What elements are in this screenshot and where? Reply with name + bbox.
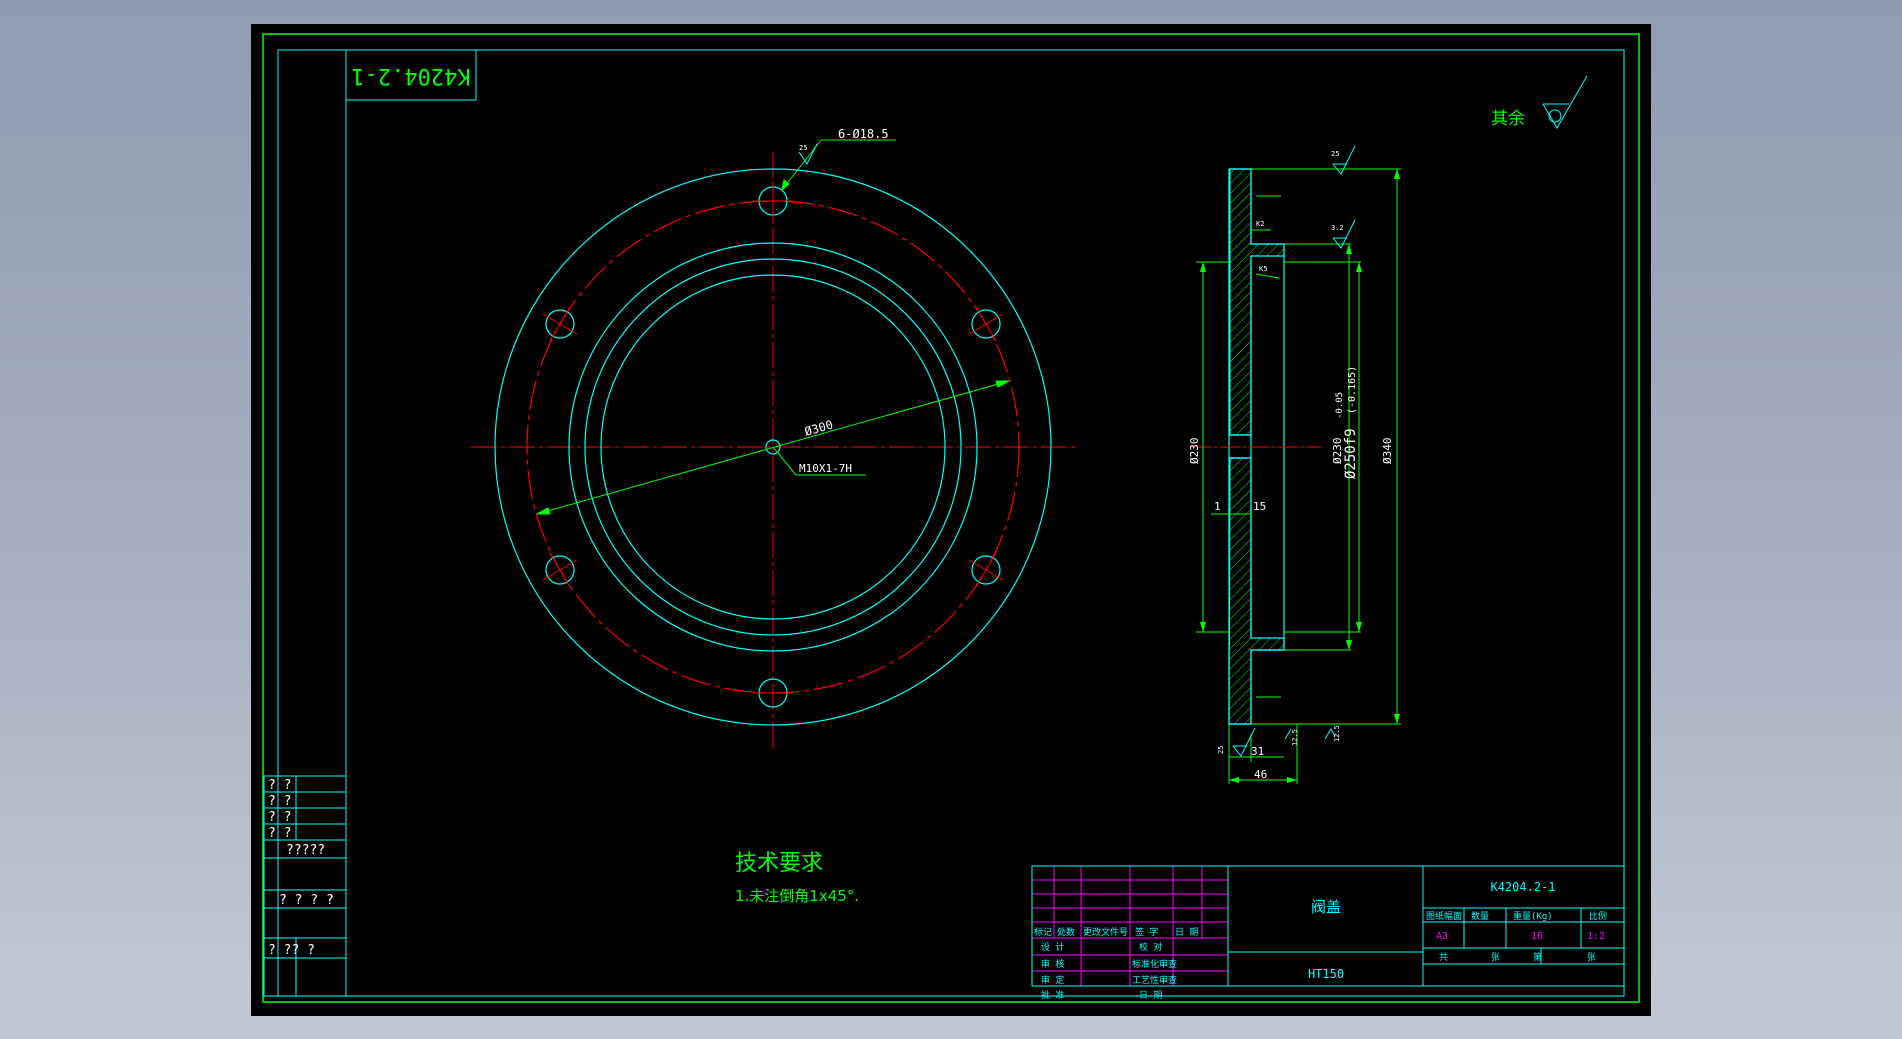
dim-d230-left: Ø230 bbox=[1188, 438, 1201, 465]
dim-d340: Ø340 bbox=[1381, 438, 1394, 465]
title-block: 阀盖 HT150 K4204.2-1 图纸幅面 数量 重量(Kg) 比例 共 张… bbox=[1031, 865, 1625, 1001]
hole-roughness-symbol: 25 bbox=[798, 143, 818, 165]
role-approve2: 审 定 bbox=[1041, 974, 1064, 986]
bolt-hole-2 bbox=[971, 309, 1001, 339]
hdr-weight: 重量(Kg) bbox=[1513, 910, 1553, 922]
role-approve: 批 准 bbox=[1041, 989, 1064, 1001]
hdr-sheet-size: 图纸幅面 bbox=[1426, 910, 1462, 922]
svg-text:25: 25 bbox=[1331, 150, 1339, 158]
roughness-rest-label: 其余 bbox=[1491, 109, 1525, 129]
bolt-hole-5 bbox=[545, 555, 575, 585]
chamfer-1: K2 bbox=[1256, 220, 1264, 228]
tech-req-title: 技术要求 bbox=[735, 851, 823, 876]
material: HT150 bbox=[1308, 967, 1344, 981]
inner-edge-1 bbox=[568, 242, 978, 652]
role-date: 日 期 bbox=[1139, 990, 1162, 1001]
dim-fit: Ø250f9 bbox=[1343, 428, 1359, 479]
roughness-rest-symbol: 其余 bbox=[1491, 75, 1588, 129]
dim-15: 15 bbox=[1253, 500, 1266, 513]
sheets-zhang-1: 张 bbox=[1491, 952, 1500, 963]
strip-label-3: ? ? bbox=[268, 810, 291, 825]
chamfer-2: K5 bbox=[1259, 265, 1267, 273]
rev-sign: 签 字 bbox=[1135, 926, 1158, 938]
dim-31: 31 bbox=[1251, 745, 1264, 758]
bore-edge bbox=[600, 274, 946, 620]
strip-label-4: ? ? bbox=[268, 826, 291, 841]
bolt-hole-3 bbox=[971, 555, 1001, 585]
section-hatch-flange bbox=[1229, 168, 1285, 436]
role-process: 工艺性审查 bbox=[1132, 974, 1177, 986]
center-thread-hole bbox=[765, 439, 781, 455]
val-scale: 1:2 bbox=[1587, 931, 1605, 942]
dim-fit-upper: -0.05 bbox=[1335, 392, 1345, 419]
svg-text:25: 25 bbox=[1217, 746, 1225, 754]
role-check: 校 对 bbox=[1139, 941, 1162, 953]
dim-1: 1 bbox=[1214, 500, 1221, 513]
role-review: 审 核 bbox=[1041, 958, 1064, 970]
role-design: 设 计 bbox=[1041, 941, 1064, 953]
strip-label-1: ? ? bbox=[268, 778, 291, 793]
svg-text:12.5: 12.5 bbox=[1333, 725, 1341, 742]
section-hatch-lower bbox=[1228, 457, 1285, 725]
drawing-number: K4204.2-1 bbox=[1490, 880, 1555, 894]
pcd-dimension: Ø300 bbox=[803, 417, 835, 438]
rotated-code-box: K4204.2-1 bbox=[345, 49, 477, 101]
left-strip-table bbox=[263, 775, 347, 997]
sheets-no: 第 bbox=[1533, 951, 1542, 963]
rev-date: 日 期 bbox=[1175, 927, 1198, 938]
hdr-scale: 比例 bbox=[1589, 910, 1607, 922]
hdr-qty: 数量 bbox=[1471, 910, 1489, 922]
dim-d230-right: Ø230 bbox=[1331, 438, 1344, 465]
drawing-sheet: K4204.2-1 ? ? ? ? ? ? ? ? ????? ? ? ? ? … bbox=[251, 24, 1651, 1016]
rev-count: 处数 bbox=[1057, 926, 1075, 938]
strip-label-6: ? ? ? ? bbox=[279, 893, 334, 908]
rev-doc: 更改文件号 bbox=[1083, 926, 1128, 938]
technical-requirements: 技术要求 1.未注倒角1x45°. bbox=[735, 851, 859, 905]
part-name: 阀盖 bbox=[1311, 898, 1341, 916]
roughness-symbols bbox=[1232, 145, 1356, 757]
sheets-zhang-2: 张 bbox=[1587, 952, 1596, 963]
strip-label-5: ????? bbox=[286, 843, 325, 858]
tech-req-item: 1.未注倒角1x45°. bbox=[735, 887, 859, 905]
strip-label-2: ? ? bbox=[268, 794, 291, 809]
section-view: Ø230 Ø230 Ø250f9 -0.05 (-0.165) Ø340 1 1… bbox=[1188, 145, 1401, 784]
center-thread-label: M10X1-7H bbox=[799, 462, 852, 475]
val-sheet-size: A3 bbox=[1436, 931, 1448, 942]
sheets-total: 共 bbox=[1439, 952, 1448, 963]
strip-label-7: ? ?? ? bbox=[268, 943, 315, 958]
dim-46: 46 bbox=[1254, 768, 1267, 781]
bolt-hole-6 bbox=[545, 309, 575, 339]
dim-fit-lower: (-0.165) bbox=[1347, 366, 1358, 414]
holes-callout: 6-Ø18.5 bbox=[838, 127, 889, 141]
val-weight: 16 bbox=[1531, 931, 1543, 942]
svg-text:12.5: 12.5 bbox=[1291, 729, 1299, 746]
role-std: 标准化审查 bbox=[1132, 958, 1177, 970]
outer-flange-edge bbox=[494, 168, 1052, 726]
svg-text:3.2: 3.2 bbox=[1331, 224, 1344, 232]
border-frame bbox=[262, 33, 1640, 1003]
front-view: Ø300 M10X1-7H 6-Ø18.5 25 bbox=[471, 127, 1076, 752]
inner-edge-2 bbox=[584, 258, 962, 636]
rev-mark: 标记 bbox=[1034, 926, 1052, 938]
svg-text:25: 25 bbox=[799, 144, 807, 152]
rotated-code: K4204.2-1 bbox=[351, 63, 470, 88]
